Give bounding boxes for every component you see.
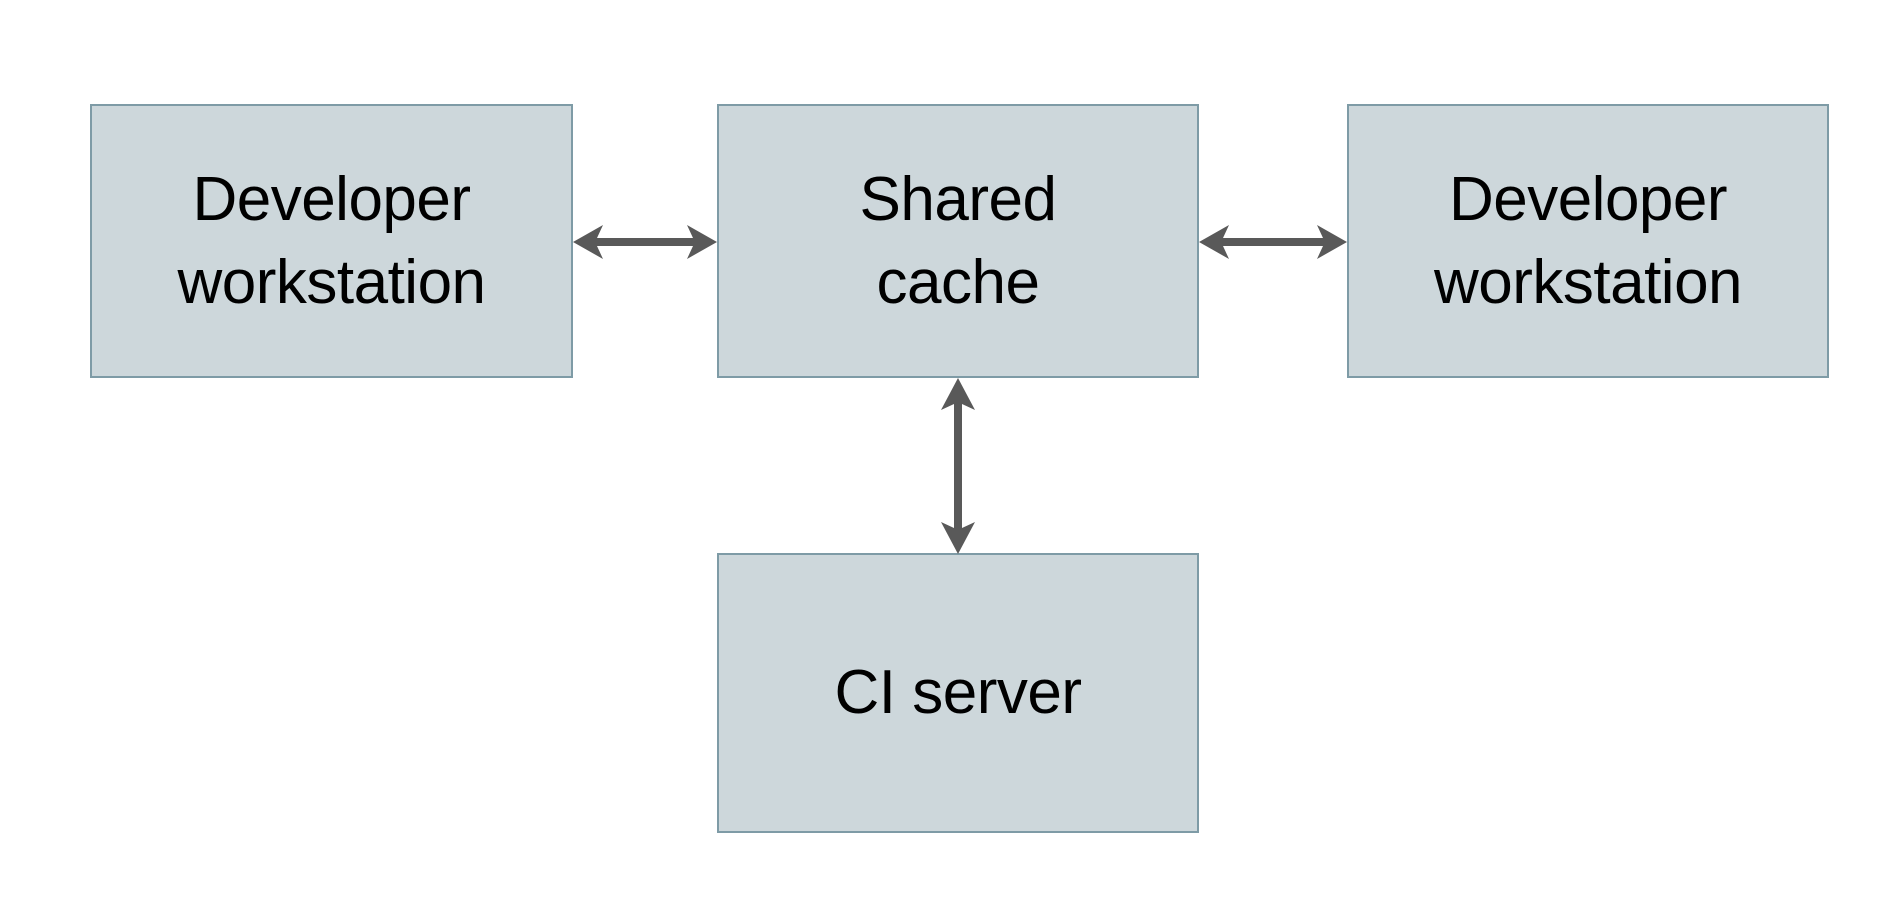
connector-ci-server-to-cache[interactable] (927, 378, 989, 554)
node-developer-workstation-left[interactable]: Developer workstation (90, 104, 573, 378)
node-label: CI server (834, 658, 1082, 728)
connector-left-workstation-to-cache[interactable] (573, 211, 717, 273)
node-label: Developer workstation (177, 164, 486, 317)
node-label: Developer workstation (1433, 164, 1743, 317)
double-arrow-icon (941, 378, 975, 554)
connector-cache-to-right-workstation[interactable] (1199, 211, 1347, 273)
node-shared-cache[interactable]: Shared cache (717, 104, 1199, 378)
node-label: Shared cache (859, 164, 1057, 317)
node-ci-server[interactable]: CI server (717, 553, 1199, 833)
double-arrow-icon (1199, 225, 1347, 259)
node-developer-workstation-right[interactable]: Developer workstation (1347, 104, 1829, 378)
double-arrow-icon (573, 225, 717, 259)
